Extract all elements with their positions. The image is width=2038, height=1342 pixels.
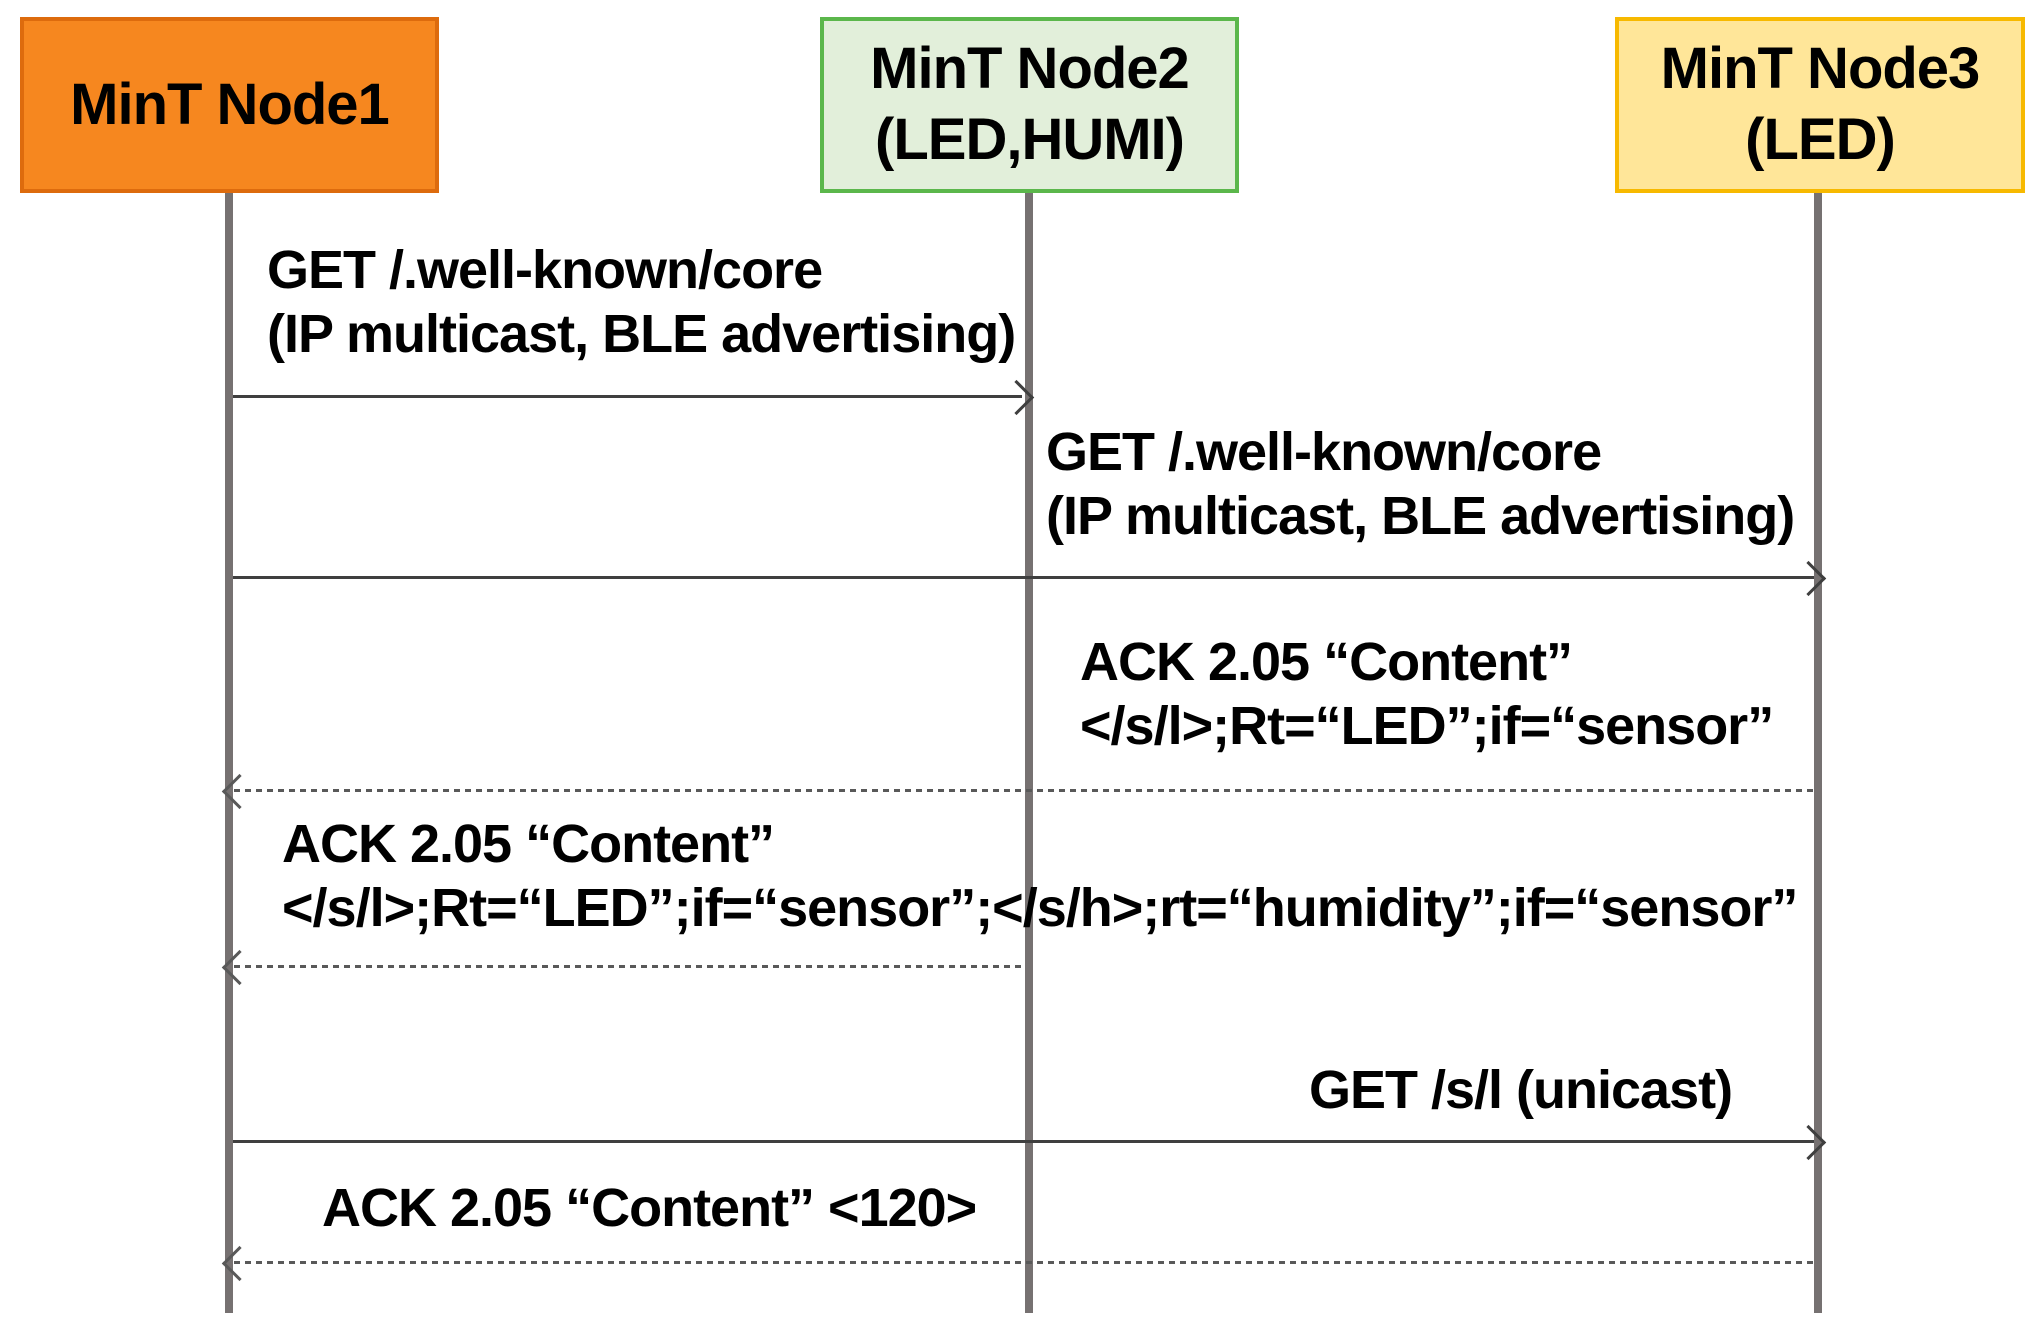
message-text: </s/l>;Rt=“LED”;if=“sensor”;</s/h>;rt=“h…: [282, 878, 1798, 938]
message-text: GET /.well-known/core: [1046, 422, 1602, 482]
message-arrow-5: [233, 1124, 1827, 1161]
participant-mint-node1: MinT Node1: [20, 17, 439, 193]
lifeline-node3: [1814, 193, 1822, 1313]
message-text: GET /.well-known/core: [267, 240, 823, 300]
participant-label: MinT Node2: [870, 36, 1190, 102]
message-text: ACK 2.05 “Content”: [282, 814, 775, 874]
message-arrow-2: [233, 560, 1827, 597]
message-label-3: ACK 2.05 “Content” </s/l>;Rt=“LED”;if=“s…: [1080, 630, 1774, 758]
message-text: ACK 2.05 “Content”: [1080, 632, 1573, 692]
message-label-6: ACK 2.05 “Content” <120>: [322, 1176, 977, 1240]
message-label-5: GET /s/l (unicast): [1309, 1058, 1733, 1122]
lifeline-node1: [225, 193, 233, 1313]
message-label-4: ACK 2.05 “Content” </s/l>;Rt=“LED”;if=“s…: [282, 812, 1798, 940]
participant-mint-node2: MinT Node2 (LED,HUMI): [820, 17, 1239, 193]
message-label-2: GET /.well-known/core (IP multicast, BLE…: [1046, 420, 1795, 548]
message-text: (IP multicast, BLE advertising): [267, 304, 1016, 364]
participant-mint-node3: MinT Node3 (LED): [1615, 17, 2025, 193]
message-text: </s/l>;Rt=“LED”;if=“sensor”: [1080, 696, 1774, 756]
message-text: (IP multicast, BLE advertising): [1046, 486, 1795, 546]
message-arrow-6: [221, 1245, 1814, 1282]
message-arrow-4: [221, 949, 1025, 986]
participant-label: MinT Node3: [1660, 36, 1981, 102]
participant-sublabel: (LED,HUMI): [875, 107, 1185, 172]
participant-sublabel: (LED): [1745, 107, 1896, 172]
message-text: ACK 2.05 “Content” <120>: [322, 1178, 977, 1238]
message-text: GET /s/l (unicast): [1309, 1060, 1733, 1120]
message-arrow-3: [221, 773, 1814, 810]
participant-label: MinT Node1: [70, 71, 390, 137]
message-arrow-1: [233, 379, 1035, 416]
message-label-1: GET /.well-known/core (IP multicast, BLE…: [267, 238, 1016, 366]
lifeline-node2: [1025, 193, 1033, 1313]
